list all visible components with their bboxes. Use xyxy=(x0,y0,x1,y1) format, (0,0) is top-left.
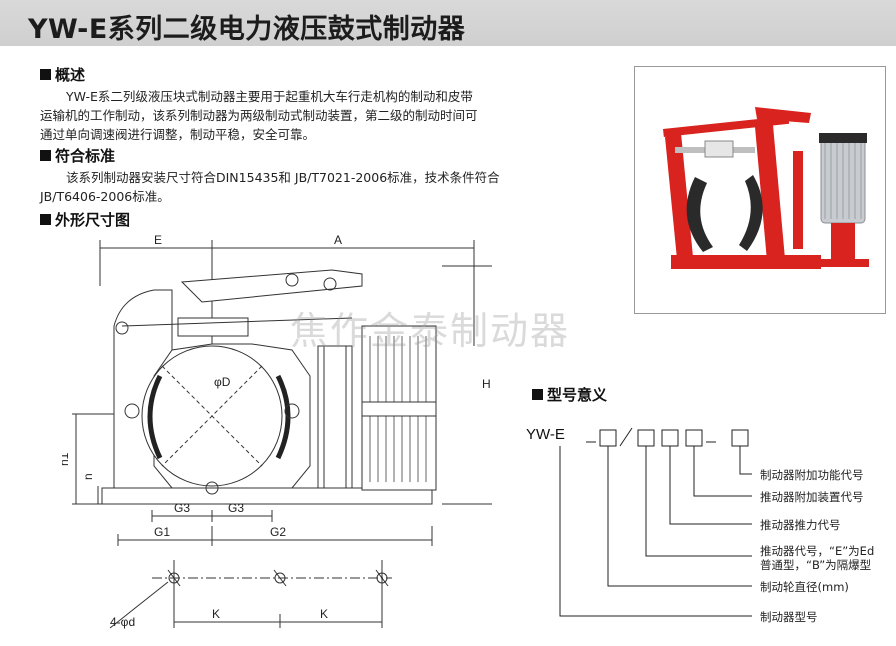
model-item-force: 推动器推力代号 xyxy=(760,518,841,532)
standard-line-2: JB/T6406-2006标准。 xyxy=(40,189,170,204)
page-title: YW-E系列二级电力液压鼓式制动器 xyxy=(28,14,466,45)
code-box-diameter xyxy=(599,429,617,447)
overview-line-2: 运输机的工作制动，该系列制动器为两级制动式制动装置，第二级的制动时间可 xyxy=(40,108,478,123)
code-box-thruster xyxy=(637,429,655,447)
dim-label-k-left: K xyxy=(212,607,220,621)
dim-label-a: A xyxy=(334,233,342,247)
model-code: YW-E xyxy=(526,426,565,443)
standard-heading: 符合标准 xyxy=(40,145,115,166)
model-item-diameter: 制动轮直径(mm) xyxy=(760,580,849,594)
model-item-thruster-1: 推动器代号，“E”为Ed xyxy=(760,544,875,558)
dim-label-h1: h1 xyxy=(62,452,71,466)
dim-label-k-right: K xyxy=(320,607,328,621)
dim-label-bolt: 4-φd xyxy=(110,615,135,629)
model-item-type: 制动器型号 xyxy=(760,610,818,624)
model-item-function: 制动器附加功能代号 xyxy=(760,468,864,482)
dim-label-g2: G2 xyxy=(270,525,286,539)
model-heading-text: 型号意义 xyxy=(547,386,608,404)
dim-label-g3-left: G3 xyxy=(174,501,190,515)
standard-heading-text: 符合标准 xyxy=(55,147,116,165)
model-code-diagram xyxy=(520,420,890,640)
dim-label-h: H xyxy=(482,377,491,391)
dimension-drawing: E A H h1 n φD xyxy=(57,226,498,646)
code-box-device xyxy=(685,429,703,447)
watermark: 焦作金泰制动器 xyxy=(290,309,571,353)
product-photo xyxy=(634,66,886,314)
dimension-heading: 外形尺寸图 xyxy=(40,209,130,230)
overview-line-1: YW-E系二列级液压块式制动器主要用于起重机大车行走机构的制动和皮带 xyxy=(66,89,473,104)
square-bullet-icon xyxy=(40,214,51,225)
model-heading: 型号意义 xyxy=(532,384,607,405)
title-bar: YW-E系列二级电力液压鼓式制动器 xyxy=(0,0,896,46)
overview-heading-text: 概述 xyxy=(55,66,86,84)
dim-label-n: n xyxy=(81,473,95,480)
model-item-thruster-2: 普通型，“B”为隔爆型 xyxy=(760,558,872,572)
standard-line-1: 该系列制动器安装尺寸符合DIN15435和 JB/T7021-2006标准，技术… xyxy=(66,170,500,185)
model-item-device: 推动器附加装置代号 xyxy=(760,490,864,504)
brake-photo-illustration xyxy=(635,67,885,313)
code-box-force xyxy=(661,429,679,447)
overview-line-3: 通过单向调速阀进行调整，制动平稳，安全可靠。 xyxy=(40,127,316,142)
dim-label-e: E xyxy=(154,233,162,247)
dim-label-g1: G1 xyxy=(154,525,170,539)
square-bullet-icon xyxy=(40,150,51,161)
dim-label-g3-right: G3 xyxy=(228,501,244,515)
overview-heading: 概述 xyxy=(40,64,85,85)
square-bullet-icon xyxy=(40,69,51,80)
square-bullet-icon xyxy=(532,389,543,400)
code-box-function xyxy=(731,429,749,447)
dimension-heading-text: 外形尺寸图 xyxy=(55,211,131,229)
dim-label-d: φD xyxy=(214,375,231,389)
